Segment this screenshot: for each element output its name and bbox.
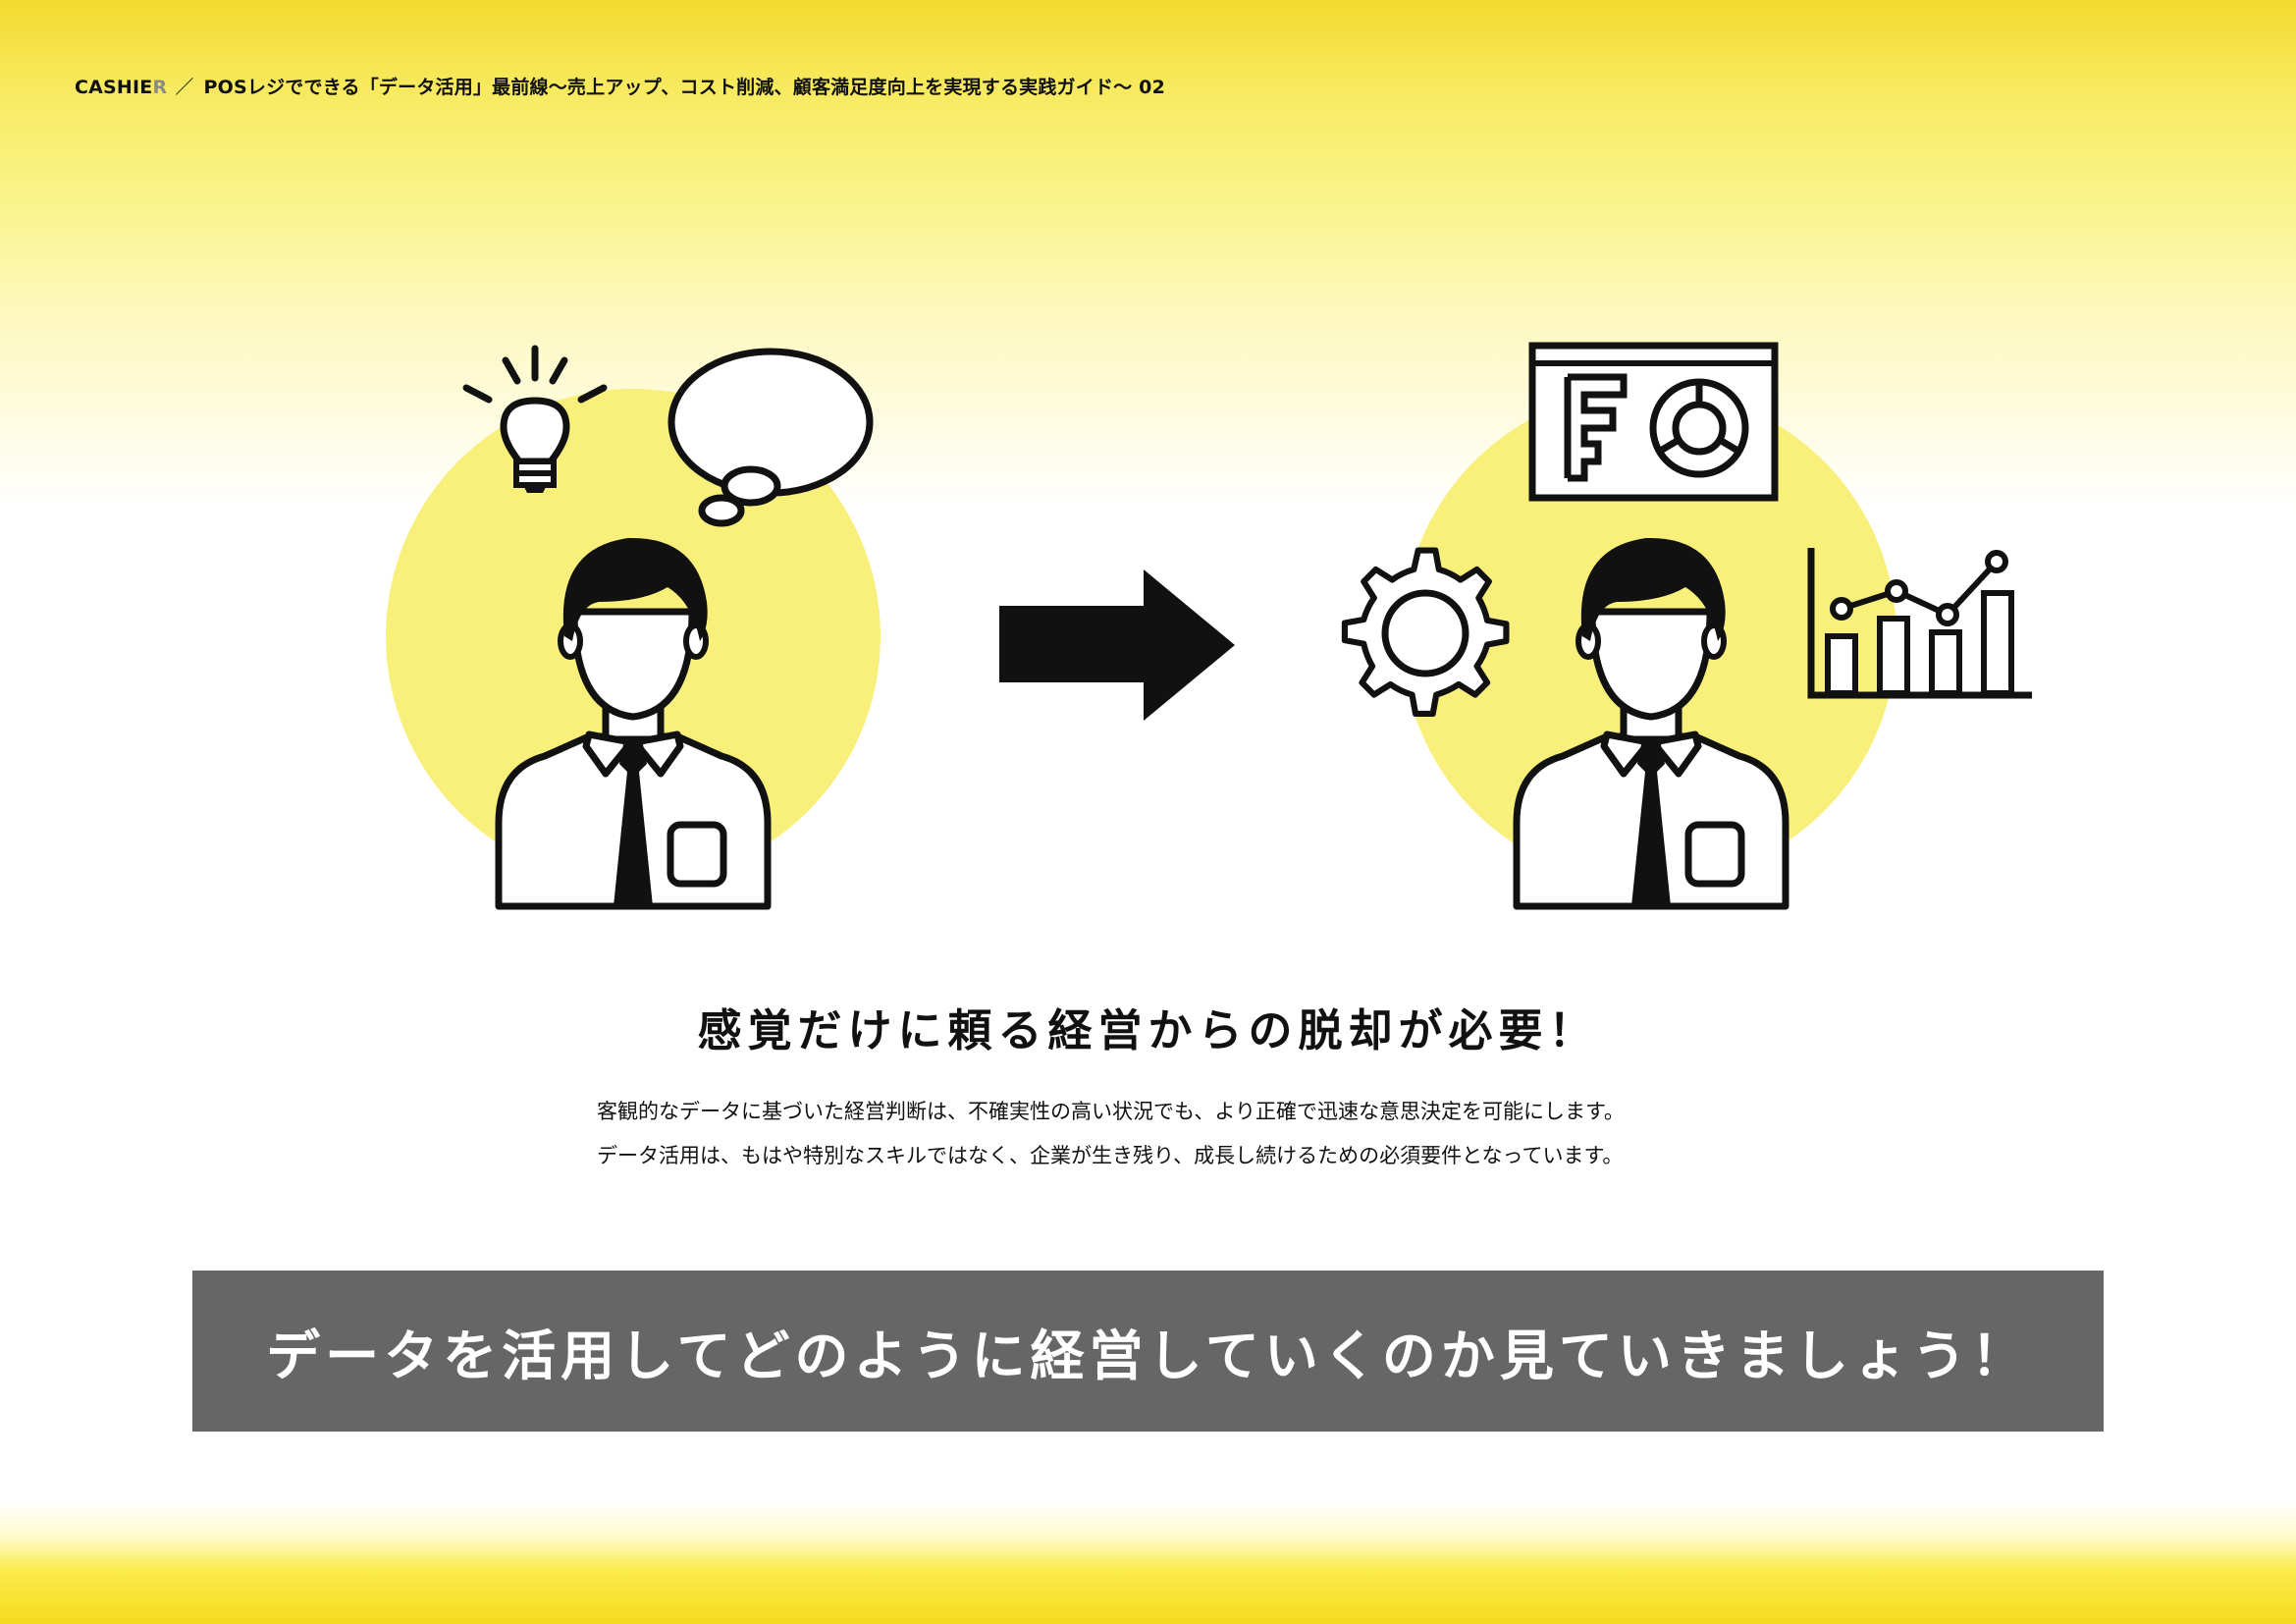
body-line-2: データ活用は、もはや特別なスキルではなく、企業が生き残り、成長し続けるための必須… [597,1144,1624,1167]
bar-line-chart-icon [1807,548,2032,699]
speech-bubble-icon [667,348,874,527]
call-to-action-banner: データを活用してどのように経営していくのか見ていきましょう！ [192,1271,2104,1432]
lightbulb-icon [462,345,608,493]
page-header: CASHIER ／ POSレジでできる「データ活用」最前線～売上アップ、コスト削減、… [75,73,1165,99]
brand-logo-main: CASHIE [75,77,153,98]
header-title: POSレジでできる「データ活用」最前線～売上アップ、コスト削減、顧客満足度向上を… [203,77,1166,98]
brand-logo-tail: R [152,77,168,98]
right-arrow-icon [999,569,1235,721]
body-line-1: 客観的なデータに基づいた経営判断は、不確実性の高い状況でも、より正確で迅速な意思… [597,1100,1625,1123]
banner-text: データを活用してどのように経営していくのか見ていきましょう！ [266,1325,2030,1387]
body-paragraph: 客観的なデータに基づいた経営判断は、不確実性の高い状況でも、より正確で迅速な意思… [597,1090,1625,1178]
headline: 感覚だけに頼る経営からの脱却が必要！ [697,1004,1599,1056]
header-separator: ／ [175,77,194,98]
dashboard-icon [1528,342,1779,502]
gear-icon [1341,547,1510,717]
